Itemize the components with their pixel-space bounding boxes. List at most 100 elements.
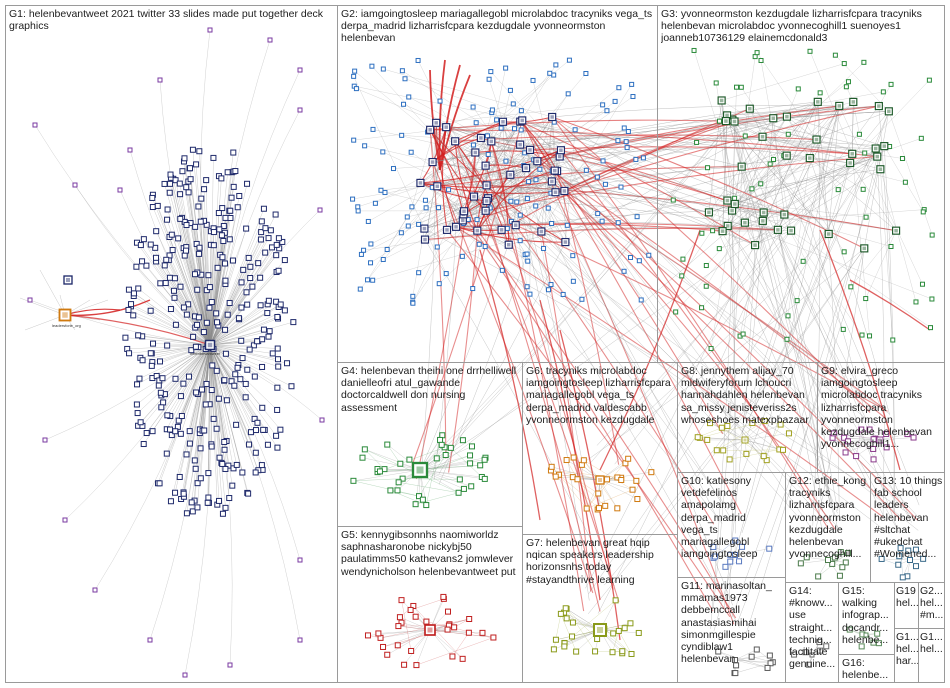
node-g1 [164,342,171,349]
edge-g4 [387,444,401,464]
node-g6 [548,463,555,470]
edge-g9 [856,439,881,457]
node-g2 [545,205,551,211]
node-g1 [231,382,238,389]
edge-g7 [604,628,632,655]
node-g2 [422,197,428,203]
edge-cross [556,171,620,465]
node-g1 [215,395,222,402]
node-g11 [753,646,760,653]
node-g1 [128,301,135,308]
node-image [557,154,562,159]
node-g1 [193,161,200,168]
edge-g2 [424,160,538,229]
edge-g13 [900,548,903,578]
node-g7 [562,605,569,612]
node-g1 [247,429,254,436]
edge-g11 [734,659,768,669]
node-g2 [503,65,509,71]
node-g9 [830,430,837,437]
node-g1 [137,242,144,249]
edge-cross [438,119,733,460]
edge-cross [463,210,737,619]
edge-cross [727,225,912,523]
node-g2 [638,297,644,303]
node-g1 [274,345,281,352]
edge-g3 [734,121,742,167]
node-g1 [163,256,170,263]
node-image [761,210,766,215]
edge-g3 [777,105,840,230]
node-g2 [416,178,425,187]
node-g2 [547,70,553,76]
node-g12-hub [825,557,831,563]
group-frame-g2 [337,5,658,363]
edge-g2 [412,229,448,304]
edge-g1 [136,344,211,385]
node-g4 [459,437,466,444]
edge-g2 [360,137,482,290]
node-g2 [401,101,407,107]
node-g2 [625,129,631,135]
node-image [483,209,488,213]
edge-g1 [209,344,273,354]
edge-g8 [729,449,780,460]
node-g2 [471,148,480,157]
edge-cross [448,230,478,473]
edge-g6 [551,466,601,481]
edge-cross [502,121,742,167]
edge-g1 [209,344,265,431]
edge-g6 [558,474,587,509]
edge-g7 [553,613,562,650]
node-g1 [216,497,223,504]
node-g2 [537,166,543,172]
node-g1 [234,204,241,211]
edge-cross [744,105,840,420]
edge-cross [741,111,890,433]
edge-cross [746,156,878,634]
node-g1 [279,238,286,245]
edge-g5 [416,637,494,666]
node-g2 [621,268,627,274]
node-g1 [214,264,221,271]
node-g10 [711,553,718,560]
node-g1 [177,283,184,290]
node-g1 [207,27,213,33]
edge-cross [433,121,735,460]
node-g3 [782,112,791,121]
edge-cross [490,141,585,612]
edge-g1 [209,255,277,346]
node-g1 [140,441,147,448]
edge-g2 [370,228,425,263]
node-image [719,98,724,103]
edge-cross [522,120,785,215]
node-g2 [521,163,531,173]
node-g1 [221,260,228,267]
node-image [552,168,557,173]
node-g1 [226,236,233,243]
node-g2 [623,139,629,145]
edge-g7 [566,608,598,640]
node-g3 [899,156,905,162]
node-g1 [275,267,282,274]
node-g1 [150,340,157,347]
node-g3 [918,135,924,141]
node-g5 [375,630,382,637]
node-image [784,153,789,158]
node-g6 [648,469,655,476]
node-g2 [436,205,442,211]
node-image [808,156,812,160]
node-g2 [621,125,627,131]
node-g1 [196,244,203,251]
edge-cross [713,105,840,631]
node-g3 [863,296,869,302]
node-g6 [625,455,632,462]
node-g3 [703,263,709,269]
node-g2 [594,174,600,180]
node-g1 [224,169,231,176]
edge-g1 [209,344,279,360]
edge-g3 [828,105,840,235]
node-g3 [742,133,748,139]
node-g4 [384,441,391,448]
node-g2 [410,293,416,299]
